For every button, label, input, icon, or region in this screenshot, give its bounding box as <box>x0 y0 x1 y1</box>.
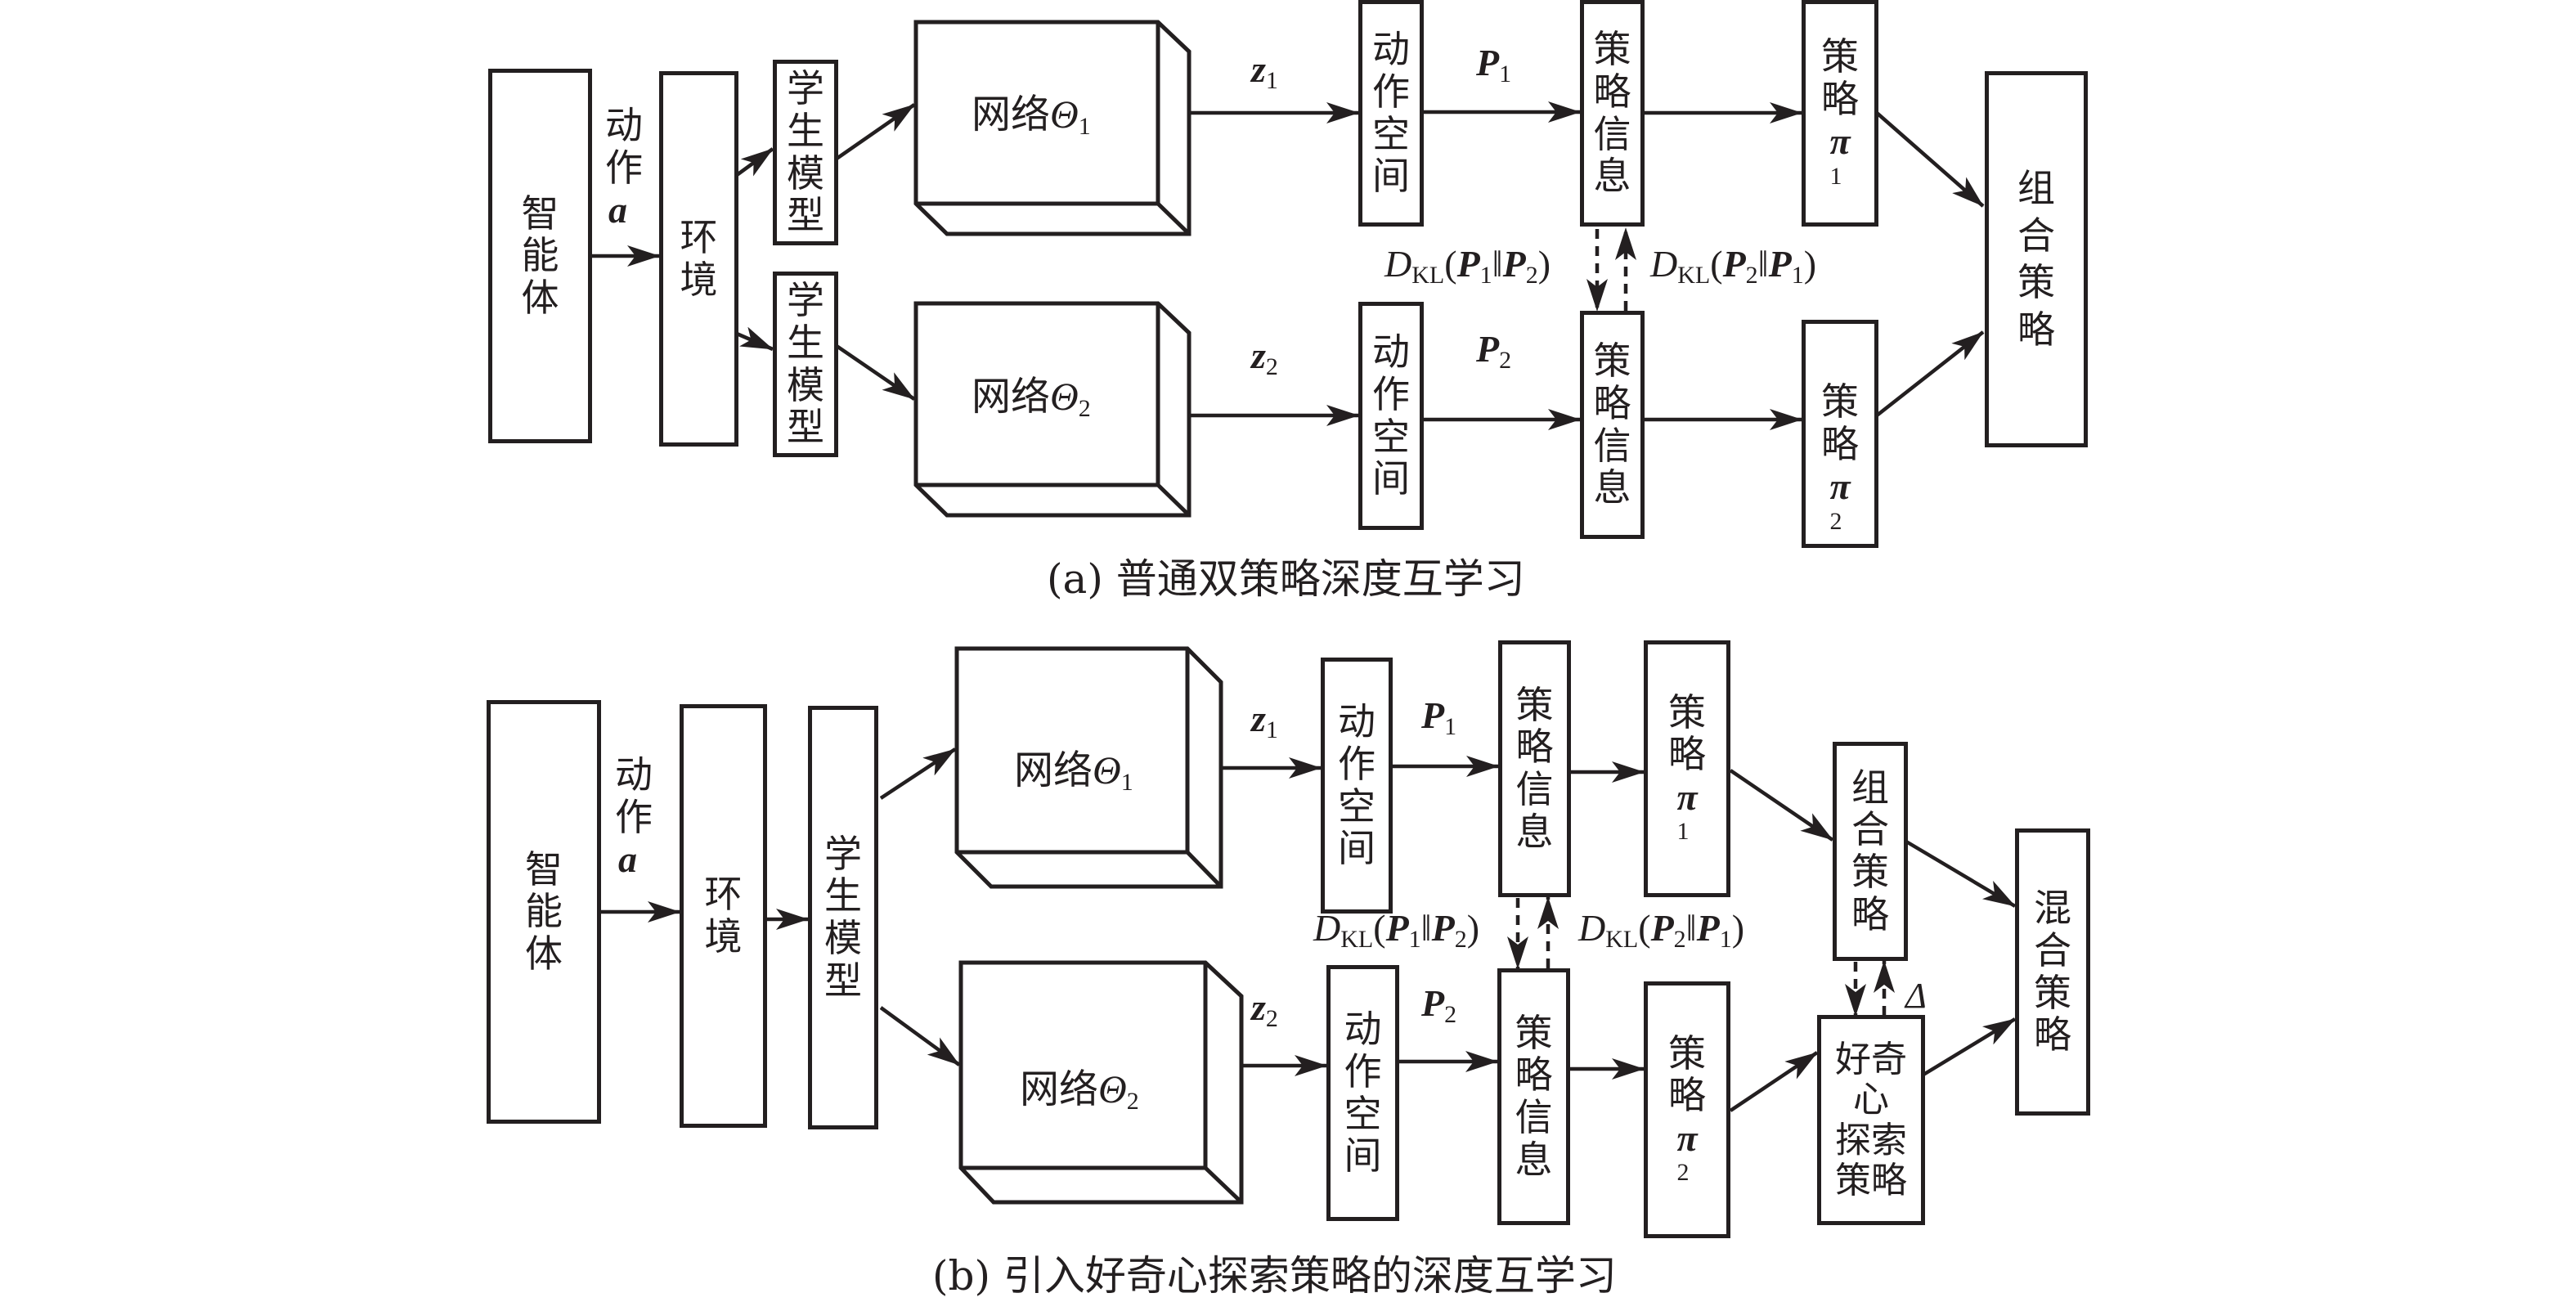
student-model-label-a2: 学 生 模 型 <box>787 278 824 450</box>
action-space-label-a2: 动 作 空 间 <box>1372 330 1410 501</box>
curiosity-exploration-policy-box-b: 好 奇 心 探 索 策 略 <box>1817 1015 1925 1225</box>
network-label-a2: 网络Θ2 <box>972 374 1091 422</box>
action-space-label-a1: 动 作 空 间 <box>1372 27 1410 199</box>
network-label-b1: 网络Θ1 <box>1014 748 1133 796</box>
network-label-a1: 网络Θ1 <box>972 92 1091 140</box>
network-box-a1-shape <box>913 20 1192 236</box>
network-box-b1-shape <box>954 646 1223 889</box>
arrow-combined-to-mixed-b <box>1905 840 2017 908</box>
caption-a: (a) 普通双策略深度互学习 <box>1047 555 1525 603</box>
environment-box-b: 环 境 <box>680 704 767 1128</box>
arrow-policy2-to-combined-a <box>1875 330 1985 417</box>
arrow-curiosity-to-mixed-b <box>1922 1017 2017 1076</box>
student-model-box-b: 学 生 模 型 <box>808 706 878 1129</box>
combined-policy-box-a: 组 合 策 略 <box>1985 71 2088 447</box>
p1-label-b: P1 <box>1421 694 1457 740</box>
policy-info-label-a1: 策 略 信 息 <box>1593 27 1631 199</box>
arrow-student-to-net1-b <box>879 748 957 800</box>
action-space-box-a1: 动 作 空 间 <box>1358 0 1424 227</box>
policy-info-label-b1: 策 略 信 息 <box>1515 682 1554 854</box>
student-model-label-b: 学 生 模 型 <box>824 831 862 1003</box>
combined-policy-box-b: 组 合 策 略 <box>1833 742 1908 961</box>
action-space-box-b2: 动 作 空 间 <box>1326 965 1399 1221</box>
kl-divergence-21-a: DKL(P2‖P1) <box>1650 243 1817 289</box>
action-space-label-b1: 动 作 空 间 <box>1338 699 1376 871</box>
arrow-student1-to-net1-a <box>835 103 916 160</box>
z2-label-a: z2 <box>1251 334 1278 380</box>
z1-label-a: z1 <box>1251 48 1278 94</box>
combined-policy-label-a: 组 合 策 略 <box>2017 166 2055 352</box>
student-model-label-a1: 学 生 模 型 <box>787 66 824 238</box>
arrow-policy2-to-curiosity-b <box>1729 1051 1819 1112</box>
student-model-box-a1: 学 生 模 型 <box>773 60 838 245</box>
action-label-a: 动 作 a <box>605 103 643 231</box>
policy-info-box-b1: 策 略 信 息 <box>1498 640 1571 897</box>
policy-info-box-a2: 策 略 信 息 <box>1580 311 1645 539</box>
kl-divergence-12-b: DKL(P1‖P2) <box>1313 907 1480 953</box>
mixed-policy-box-b: 混 合 策 略 <box>2015 828 2090 1116</box>
arrow-student-to-net2-b <box>879 1006 961 1066</box>
environment-label-b: 环 境 <box>704 872 743 959</box>
network-box-a2-shape <box>913 301 1192 518</box>
policy-info-label-a2: 策 略 信 息 <box>1593 339 1631 510</box>
action-space-box-a2: 动 作 空 间 <box>1358 302 1424 530</box>
agent-box-a: 智 能 体 <box>488 69 592 443</box>
action-space-box-b1: 动 作 空 间 <box>1321 658 1393 914</box>
arrow-env-to-student1-a <box>735 147 774 177</box>
student-model-box-a2: 学 生 模 型 <box>773 272 838 457</box>
arrow-student2-to-net2-a <box>835 344 916 401</box>
environment-box-a: 环 境 <box>659 71 738 447</box>
policy-info-box-a1: 策 略 信 息 <box>1580 0 1645 227</box>
p2-label-a: P2 <box>1476 328 1512 374</box>
kl-divergence-12-a: DKL(P1‖P2) <box>1384 243 1551 289</box>
network-label-b2: 网络Θ2 <box>1020 1066 1139 1115</box>
mixed-policy-label-b: 混 合 策 略 <box>2034 886 2071 1057</box>
policy-info-label-b2: 策 略 信 息 <box>1515 1010 1553 1182</box>
p2-label-b: P2 <box>1421 982 1457 1028</box>
p1-label-a: P1 <box>1476 42 1512 88</box>
agent-box-b: 智 能 体 <box>487 700 601 1124</box>
environment-label-a: 环 境 <box>680 214 718 302</box>
action-label-b: 动 作 a <box>615 752 653 881</box>
agent-label-a: 智 能 体 <box>521 191 559 320</box>
arrow-env-to-student2-a <box>736 326 774 352</box>
arrow-policy1-to-combined-b <box>1729 769 1834 842</box>
network-box-b2-shape <box>958 960 1244 1205</box>
caption-b: (b) 引入好奇心探索策略的深度互学习 <box>932 1252 1617 1300</box>
policy-info-box-b2: 策 略 信 息 <box>1497 968 1570 1225</box>
delta-label-b: Δ <box>1905 976 1927 1016</box>
combined-policy-label-b: 组 合 策 略 <box>1851 765 1889 936</box>
z1-label-b: z1 <box>1251 698 1278 743</box>
arrow-policy1-to-combined-a <box>1875 111 1985 208</box>
kl-divergence-21-b: DKL(P2‖P1) <box>1578 907 1745 953</box>
agent-label-b: 智 能 体 <box>525 846 563 976</box>
z2-label-b: z2 <box>1251 986 1278 1032</box>
curiosity-exploration-policy-label-b: 好 奇 心 探 索 策 略 <box>1835 1038 1907 1201</box>
action-space-label-b2: 动 作 空 间 <box>1344 1007 1382 1179</box>
